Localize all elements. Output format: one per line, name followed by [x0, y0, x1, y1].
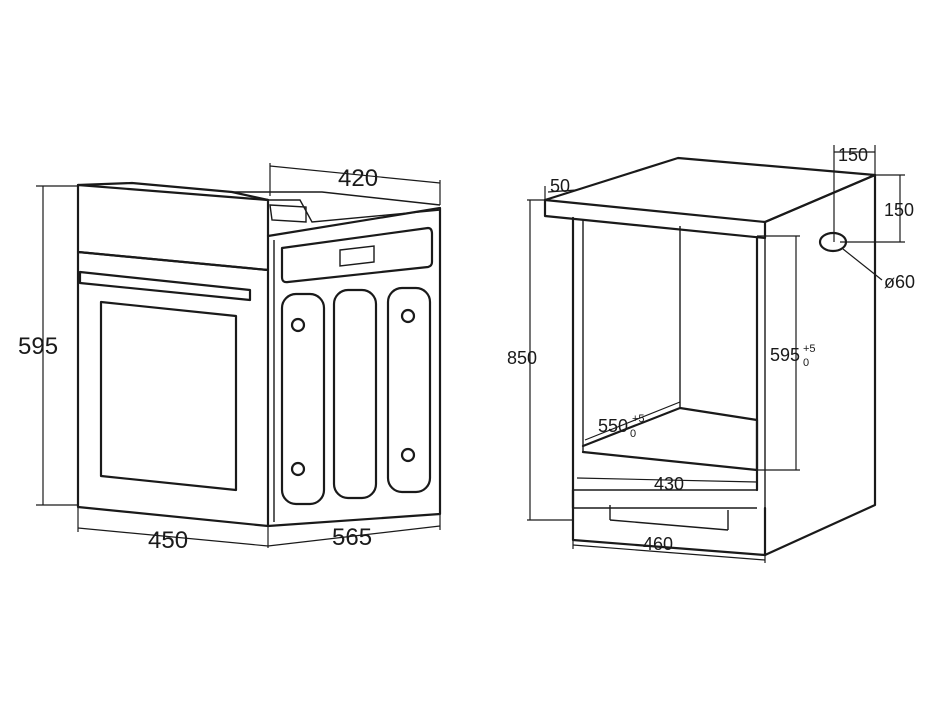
oven-window	[99, 300, 238, 492]
niche-depth-label: 550	[598, 416, 628, 436]
dimension-top-offset: 50	[544, 176, 577, 216]
top-offset-label: 50	[550, 176, 570, 196]
cabinet-right-side	[763, 173, 877, 557]
dimension-plinth-width: 460	[572, 534, 766, 563]
oven-width-label: 450	[148, 527, 188, 554]
cabinet-plinth	[571, 488, 767, 557]
dimension-niche-height: 595 +5 0	[757, 235, 816, 471]
hole-diameter-label: ø60	[884, 272, 915, 292]
cabinet-niche-floor	[581, 406, 759, 472]
oven-depth-label: 565	[332, 524, 372, 551]
oven-height-label: 595	[18, 333, 58, 360]
hole-offset-x-label: 150	[838, 145, 868, 165]
dimension-hole-offset-x: 150	[833, 145, 876, 242]
dimension-oven-height: 595	[18, 185, 78, 506]
oven-side-recess-right	[386, 286, 432, 494]
cabinet-top	[543, 156, 877, 224]
oven-drawing: 595 450 565 420	[18, 163, 442, 554]
cabinet-drawing: 50 850 595 +5 0 550 +5 0 430	[507, 145, 915, 563]
oven-top-depth-label: 420	[338, 165, 378, 192]
oven-side-bolt	[400, 447, 416, 463]
base-width-label: 430	[654, 474, 684, 494]
niche-height-tolerance-low: 0	[803, 357, 809, 369]
oven-top-panel	[76, 183, 270, 272]
oven-side-recess-middle	[332, 288, 378, 500]
plinth-width-label: 460	[643, 534, 673, 554]
dimension-niche-depth: 550 +5 0	[584, 401, 681, 441]
dimension-oven-top-depth: 420	[269, 163, 441, 205]
niche-height-tolerance: +5	[803, 343, 816, 355]
dimension-base-width: 430	[576, 474, 758, 494]
niche-depth-tolerance: +5	[632, 413, 645, 425]
oven-display	[339, 245, 375, 267]
oven-side-bolt	[290, 317, 306, 333]
niche-depth-tolerance-low: 0	[630, 428, 636, 440]
oven-side-bolt	[290, 461, 306, 477]
oven-side-body	[266, 206, 442, 528]
cabinet-height-label: 850	[507, 348, 537, 368]
oven-handle	[78, 270, 252, 302]
oven-side-control-window	[280, 226, 434, 284]
niche-height-label: 595	[770, 345, 800, 365]
dimension-oven-width: 450	[77, 507, 269, 554]
oven-side-bolt	[400, 308, 416, 324]
dimension-hole-diameter: ø60	[842, 248, 915, 292]
dimension-oven-depth: 565	[267, 514, 441, 551]
dimension-cabinet-height: 850	[507, 199, 573, 521]
oven-side-recess-left	[280, 292, 326, 506]
hole-offset-y-label: 150	[884, 200, 914, 220]
dimension-hole-offset-y: 150	[840, 174, 914, 243]
